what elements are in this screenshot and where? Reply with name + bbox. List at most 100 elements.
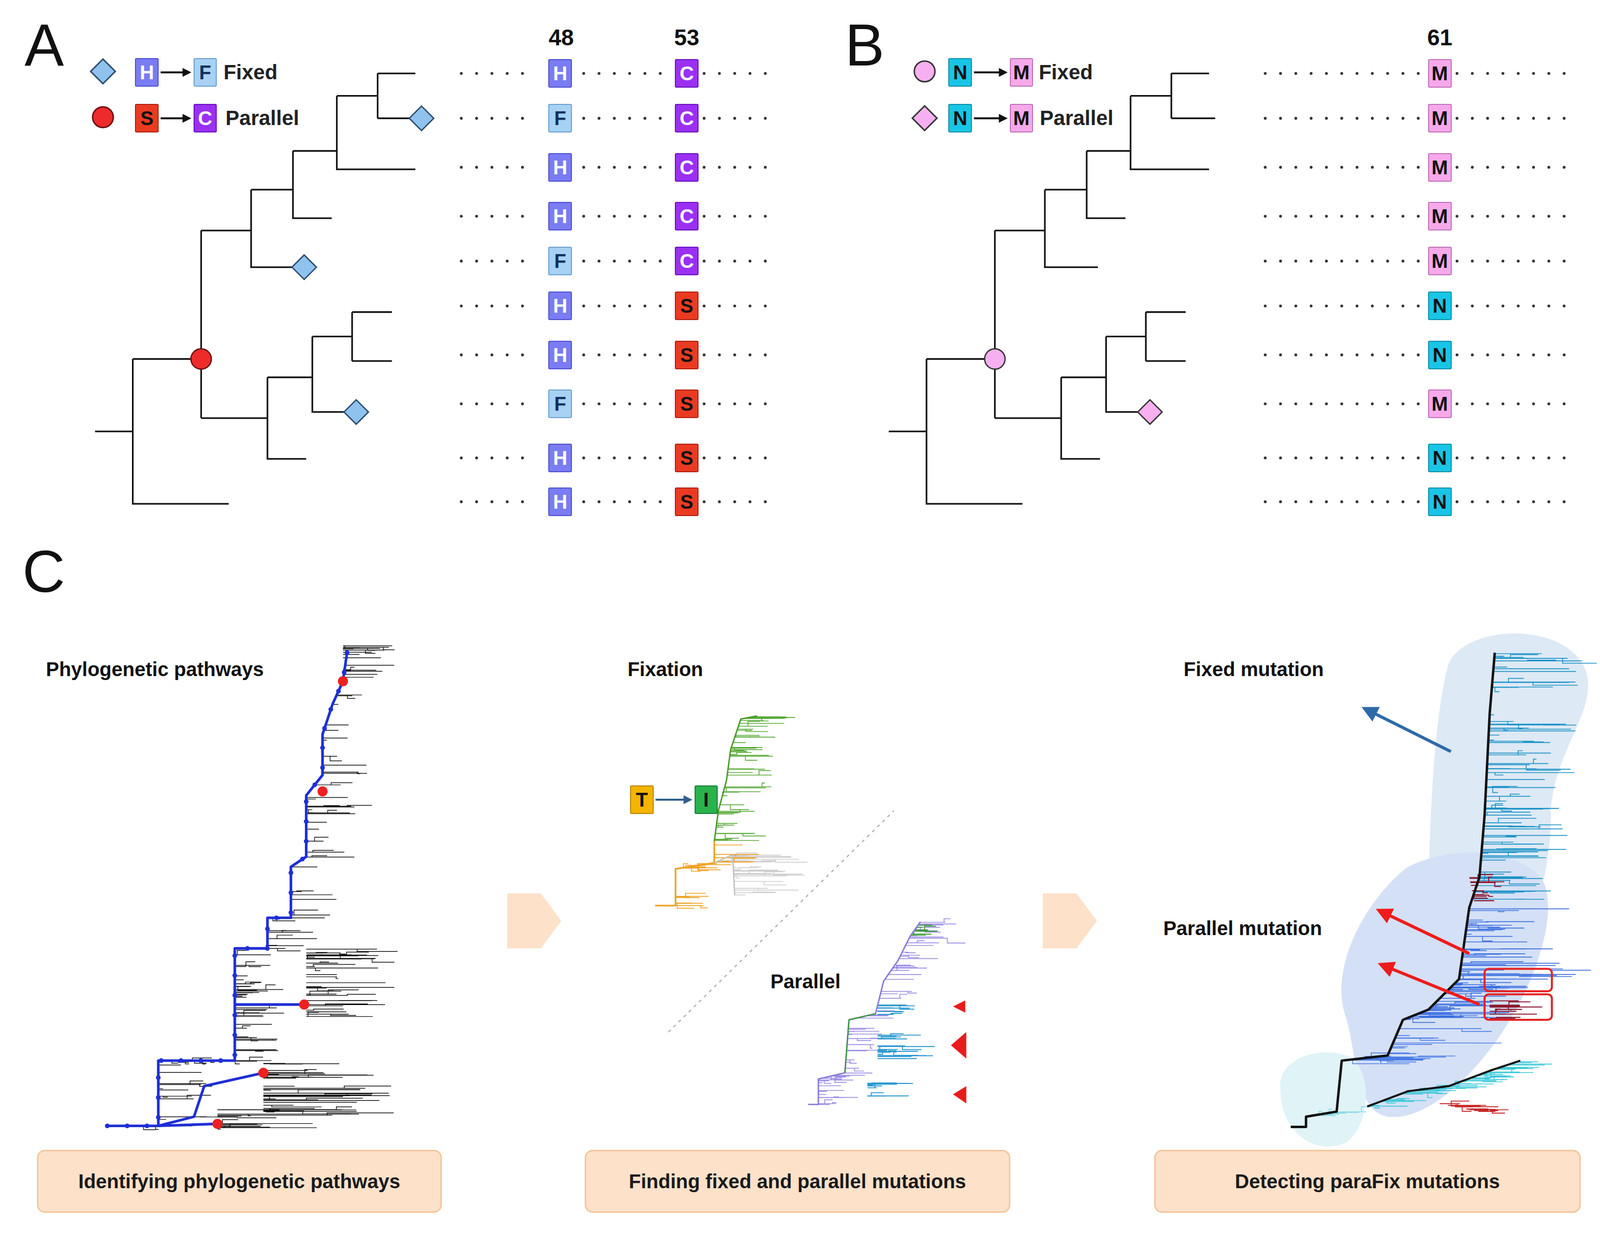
pathway-dot xyxy=(288,870,294,876)
pathway-dot xyxy=(232,1033,238,1038)
fixed-circle xyxy=(984,348,1005,369)
pathway-dot xyxy=(312,782,318,788)
residue-box: M xyxy=(1428,246,1452,276)
tree-twigs xyxy=(342,646,395,675)
alignment-dots xyxy=(1265,166,1424,169)
alignment-dots xyxy=(583,259,671,263)
parallel-marker xyxy=(953,1000,966,1014)
parallel-diamond xyxy=(1137,400,1163,425)
residue-box: C xyxy=(674,103,699,133)
panel-label: Parallel xyxy=(770,970,841,993)
pathway-line xyxy=(714,855,735,897)
residue-letter: F xyxy=(554,249,567,273)
alignment-dots xyxy=(583,71,671,75)
tree-branches xyxy=(104,646,1597,1131)
residue-box: H xyxy=(548,153,572,182)
pathway-dot xyxy=(124,1124,130,1130)
alignment-dots xyxy=(703,500,767,504)
legend-circle xyxy=(914,61,935,82)
alignment-dots xyxy=(1457,259,1574,263)
alignment-dots xyxy=(461,353,538,357)
pathway-dot xyxy=(300,857,305,863)
arrow-head xyxy=(182,113,192,123)
residue-box: C xyxy=(674,153,699,182)
alignment-dots xyxy=(703,402,767,406)
pathway-line xyxy=(655,841,715,906)
residue-box: C xyxy=(674,246,699,276)
tree-twigs xyxy=(217,1109,394,1130)
alignment-dots xyxy=(583,214,671,218)
alignment-dots xyxy=(461,456,538,460)
pathway-line xyxy=(808,922,921,1105)
residue-box: F xyxy=(548,103,572,133)
alignment-dots xyxy=(703,214,767,218)
tree-twigs xyxy=(1439,1101,1509,1114)
pathway-end-dot xyxy=(299,1000,310,1011)
alignment-dots xyxy=(703,259,767,263)
step-box: Detecting paraFix mutations xyxy=(1154,1150,1581,1214)
residue-box: F xyxy=(548,389,572,419)
residue-letter: S xyxy=(680,294,694,318)
alignment-dots xyxy=(1265,214,1424,218)
pathway-line xyxy=(844,1014,876,1074)
fixed-diamond xyxy=(343,400,369,425)
pathway-dot xyxy=(328,707,334,713)
step-chevron xyxy=(507,893,562,949)
tree-twigs xyxy=(263,1063,392,1115)
pathway-dot xyxy=(335,689,341,695)
pathway-end-dot xyxy=(212,1119,223,1130)
residue-letter: N xyxy=(1432,343,1447,367)
pointer-arrow xyxy=(1365,708,1451,752)
residue-letter: M xyxy=(1431,392,1448,416)
panel-letter: A xyxy=(24,12,65,78)
residue-letter: M xyxy=(1013,106,1030,130)
pathway-dot xyxy=(344,650,350,656)
pathway-dot xyxy=(322,726,328,732)
panel-letter: B xyxy=(844,12,885,78)
pathway-dot xyxy=(288,890,294,896)
alignment-dots xyxy=(461,166,538,169)
alignment-dots xyxy=(1457,500,1574,504)
divider-line xyxy=(668,810,895,1033)
tree-twigs xyxy=(234,962,278,1041)
residue-letter: N xyxy=(953,61,968,84)
residue-box: H xyxy=(548,59,572,88)
pathway-line xyxy=(234,1003,305,1006)
tree-twigs xyxy=(1489,1000,1543,1020)
alignment-dots xyxy=(461,259,538,263)
pathway-dot xyxy=(245,946,251,952)
alignment-dots xyxy=(703,353,767,357)
panel-label: Fixation xyxy=(627,658,703,681)
residue-box: S xyxy=(674,389,699,419)
alignment-dots xyxy=(703,71,767,75)
pathway-line xyxy=(1366,1061,1521,1107)
residue-letter: H xyxy=(139,61,155,84)
pathway-dot xyxy=(158,1058,164,1064)
alignment-dots xyxy=(1457,71,1574,75)
pathway-line xyxy=(107,652,348,1127)
alignment-dots xyxy=(1265,456,1424,460)
pathway-line xyxy=(714,716,758,842)
alignment-dots xyxy=(1265,500,1424,504)
tree-twigs xyxy=(877,1033,935,1060)
panel-label: Parallel mutation xyxy=(1163,917,1322,940)
residue-box: N xyxy=(1428,487,1452,517)
residue-box: S xyxy=(674,443,699,473)
alignment-dots xyxy=(1457,456,1574,460)
alignment-dots xyxy=(1457,166,1574,169)
pathway-dot xyxy=(303,819,309,825)
fixed-diamond xyxy=(292,255,317,280)
position-number: 61 xyxy=(1427,25,1453,51)
residue-box: N xyxy=(1428,340,1452,370)
residue-letter: H xyxy=(553,446,568,470)
residue-box: N xyxy=(1428,291,1452,321)
alignment-dots xyxy=(461,500,538,504)
tree-twigs xyxy=(107,665,395,1131)
parallel-marker xyxy=(953,1086,967,1104)
alignment-dots xyxy=(703,304,767,308)
legend-symbol xyxy=(89,57,117,86)
residue-box: M xyxy=(1428,153,1452,182)
residue-letter: C xyxy=(198,106,213,130)
